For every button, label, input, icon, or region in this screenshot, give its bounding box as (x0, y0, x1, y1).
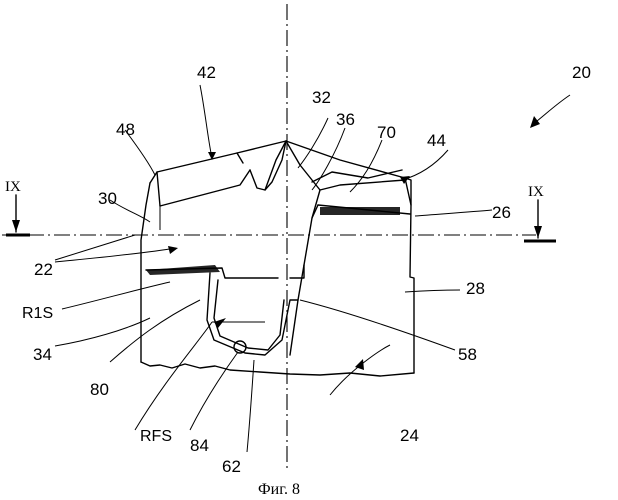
ref-44: 44 (427, 131, 446, 150)
ref-24: 24 (400, 426, 419, 445)
ref-20: 20 (572, 63, 591, 82)
section-label-right: IX (528, 184, 544, 200)
leader-lines (55, 85, 570, 452)
ref-70: 70 (377, 123, 396, 142)
cutting-edge-shade-right (320, 207, 400, 215)
ref-28: 28 (466, 279, 485, 298)
figure-caption: Фиг. 8 (258, 481, 300, 498)
ref-42: 42 (197, 63, 216, 82)
ref-r1s: R1S (22, 305, 53, 322)
ref-26: 26 (492, 203, 511, 222)
drill-head-body (141, 141, 414, 376)
ref-34: 34 (33, 345, 52, 364)
ref-62: 62 (222, 457, 241, 476)
ref-80: 80 (90, 380, 109, 399)
ref-rfs: RFS (140, 428, 172, 445)
ref-32: 32 (312, 88, 331, 107)
ref-30: 30 (98, 189, 117, 208)
section-marker-left: IX (5, 179, 30, 235)
ref-58: 58 (458, 345, 477, 364)
section-marker-right: IX (524, 184, 556, 241)
ref-48: 48 (116, 120, 135, 139)
ref-36: 36 (336, 110, 355, 129)
section-label-left: IX (5, 179, 21, 195)
ref-22: 22 (34, 260, 53, 279)
ref-84: 84 (190, 436, 209, 455)
